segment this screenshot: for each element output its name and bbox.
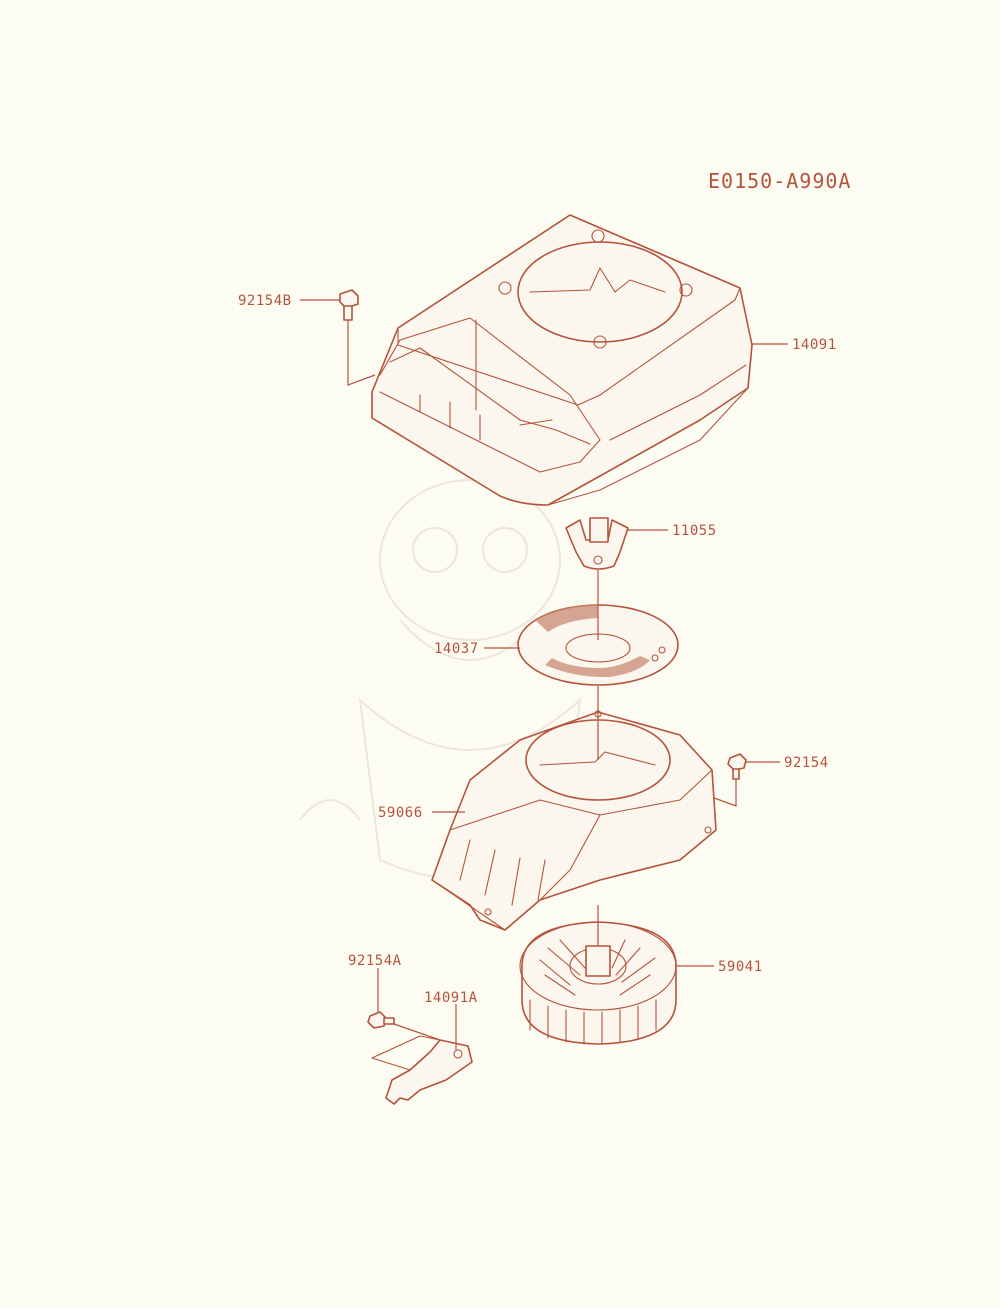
diagram-code: E0150-A990A xyxy=(708,169,851,193)
label-92154A: 92154A xyxy=(348,953,402,969)
label-14091A: 14091A xyxy=(424,990,478,1006)
screw-92154[interactable] xyxy=(727,753,747,780)
fan-cover-59066[interactable] xyxy=(431,710,717,931)
label-92154B: 92154B xyxy=(238,293,292,309)
label-59041: 59041 xyxy=(718,959,763,975)
label-14091: 14091 xyxy=(792,337,837,353)
fan-59041[interactable] xyxy=(519,921,677,1045)
label-59066: 59066 xyxy=(378,805,423,821)
bracket-14091A[interactable] xyxy=(371,1035,473,1105)
shroud-housing-14091[interactable] xyxy=(371,214,753,506)
label-11055: 11055 xyxy=(672,523,717,539)
label-14037: 14037 xyxy=(434,641,479,657)
screw-92154A[interactable] xyxy=(367,1011,395,1029)
bolt-92154B[interactable] xyxy=(339,289,359,321)
ratchet-11055[interactable] xyxy=(565,517,629,570)
label-92154: 92154 xyxy=(784,755,829,771)
